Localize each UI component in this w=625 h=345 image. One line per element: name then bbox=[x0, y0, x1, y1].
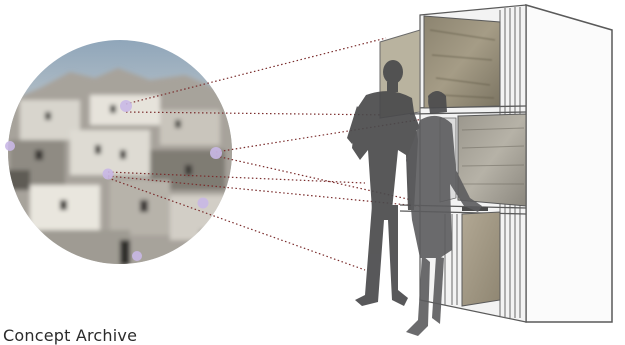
hotspot-dot bbox=[120, 100, 132, 112]
hotspot-dot bbox=[5, 141, 15, 151]
city-photo-circle bbox=[0, 30, 240, 270]
hotspot-dot bbox=[132, 251, 142, 261]
hotspot-dot bbox=[198, 198, 209, 209]
caption-title: Concept Archive bbox=[3, 326, 137, 345]
hotspot-dot bbox=[210, 147, 222, 159]
hotspot-dot bbox=[103, 169, 114, 180]
